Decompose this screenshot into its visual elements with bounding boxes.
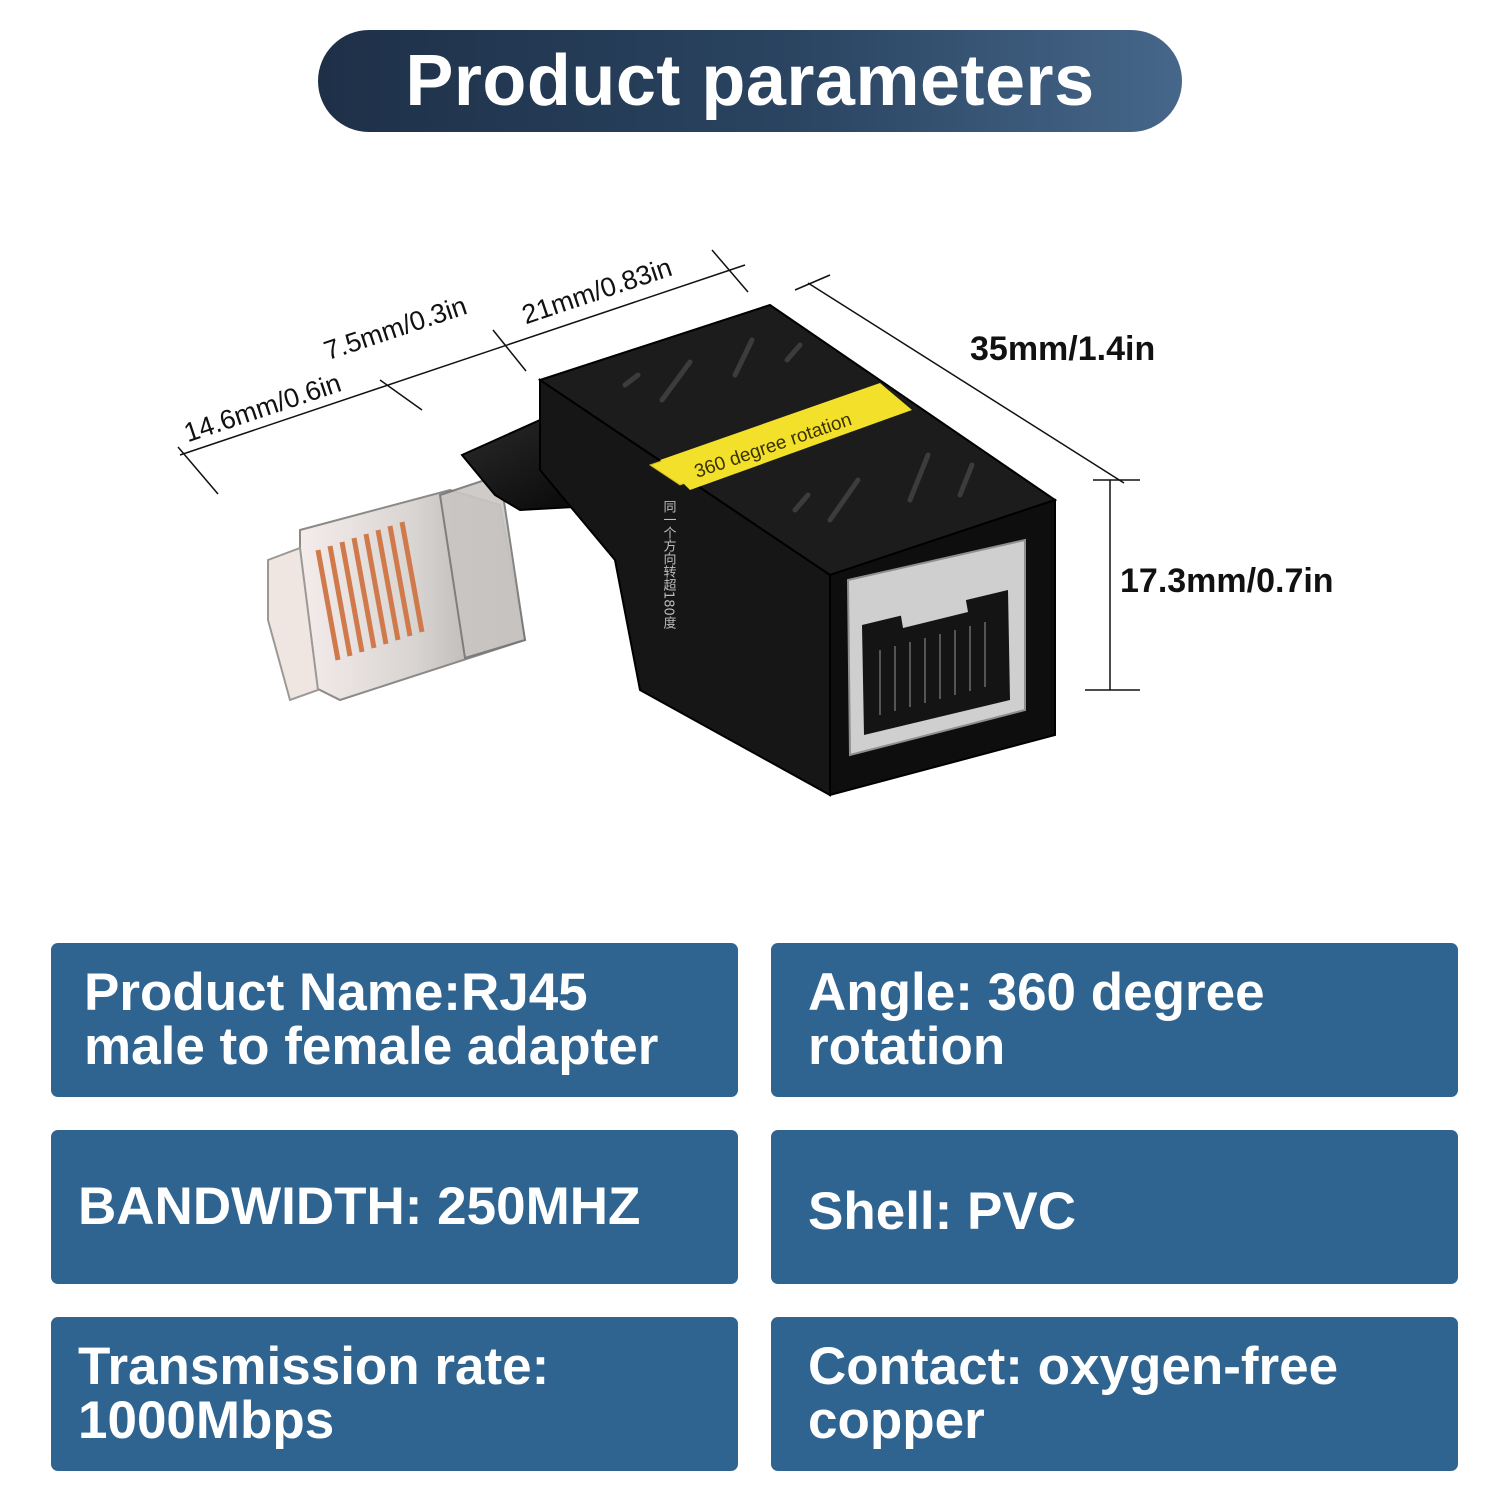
contact-pins (315, 521, 425, 661)
spec-card-contact: Contact: oxygen-free copper (771, 1317, 1458, 1471)
spec-text-line: rotation (808, 1017, 1006, 1076)
spec-text-line: male to female adapter (84, 1017, 659, 1076)
dimension-lines (177, 249, 1140, 691)
spec-text-line: Angle: 360 degree (808, 963, 1265, 1022)
spec-card-bandwidth: BANDWIDTH: 250MHZ (51, 1130, 738, 1284)
spec-card-transmission: Transmission rate: 1000Mbps (51, 1317, 738, 1471)
spec-text-line: Transmission rate: (78, 1337, 550, 1396)
rotation-band-face (660, 383, 912, 490)
body-side (539, 378, 831, 797)
spec-text-line: Shell: PVC (808, 1182, 1077, 1241)
rj45-plug (267, 473, 527, 702)
page-title: Product parameters (405, 41, 1095, 121)
spec-text-line: 1000Mbps (78, 1391, 335, 1450)
title-banner: Product parameters (318, 30, 1182, 132)
spec-text-line: Contact: oxygen-free (808, 1337, 1339, 1396)
grip-slots (622, 337, 975, 523)
spec-text-line: copper (808, 1391, 985, 1450)
side-imprint: 同一个方向转超180度 (661, 500, 677, 629)
spec-card-angle: Angle: 360 degree rotation (771, 943, 1458, 1097)
spec-card-product-name: Product Name:RJ45 male to female adapter (51, 943, 738, 1097)
dim-height: 17.3mm/0.7in (1120, 562, 1334, 600)
spec-text-line: BANDWIDTH: 250MHZ (78, 1177, 641, 1236)
rj45-socket (846, 538, 1026, 757)
dim-total-length: 35mm/1.4in (970, 330, 1156, 368)
spec-card-shell: Shell: PVC (771, 1130, 1458, 1284)
rj45-adapter-illustration: 360 degree rotation 同一个方向转超180度 (177, 249, 1140, 797)
product-figure: 360 degree rotation 同一个方向转超180度 (177, 249, 1334, 797)
spec-text-line: Product Name:RJ45 (84, 963, 588, 1022)
